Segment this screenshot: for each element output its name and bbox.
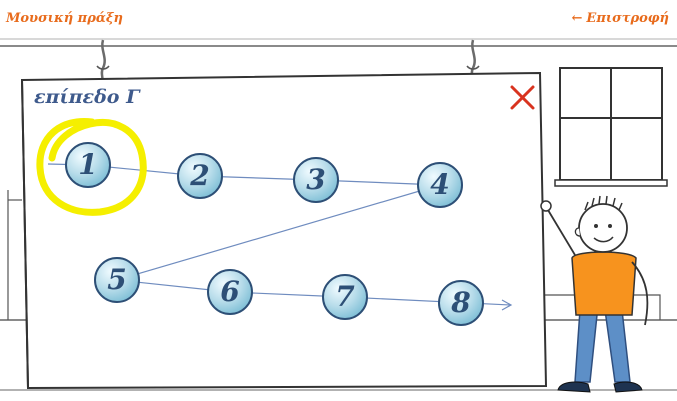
section-title: Μουσική πράξη <box>6 11 123 26</box>
highlight-circle <box>36 118 147 216</box>
boy-character-icon <box>540 195 649 393</box>
node-5[interactable]: 5 <box>94 257 140 303</box>
back-arrow-icon: ← <box>571 11 583 26</box>
node-4-label: 4 <box>430 168 450 201</box>
node-2-label: 2 <box>190 159 210 192</box>
node-1-label: 1 <box>78 148 98 181</box>
back-label: Επιστροφή <box>586 11 669 26</box>
window-icon <box>554 67 668 187</box>
node-8-label: 8 <box>451 286 471 319</box>
back-button[interactable]: ←Επιστροφή <box>572 11 669 26</box>
node-8[interactable]: 8 <box>438 280 484 326</box>
node-6[interactable]: 6 <box>207 269 253 315</box>
node-3[interactable]: 3 <box>293 157 339 203</box>
close-button[interactable] <box>508 82 538 112</box>
node-7[interactable]: 7 <box>322 274 368 320</box>
level-title: επίπεδο Γ <box>34 86 140 108</box>
node-2[interactable]: 2 <box>177 153 223 199</box>
node-6-label: 6 <box>220 275 240 308</box>
node-5-label: 5 <box>107 263 127 296</box>
node-1[interactable]: 1 <box>65 142 111 188</box>
node-3-label: 3 <box>306 163 326 196</box>
close-x-shape <box>510 85 535 110</box>
node-7-label: 7 <box>335 280 355 313</box>
top-divider <box>0 38 677 40</box>
top-bar: Μουσική πράξη ←Επιστροφή <box>0 0 677 40</box>
node-4[interactable]: 4 <box>417 162 463 208</box>
